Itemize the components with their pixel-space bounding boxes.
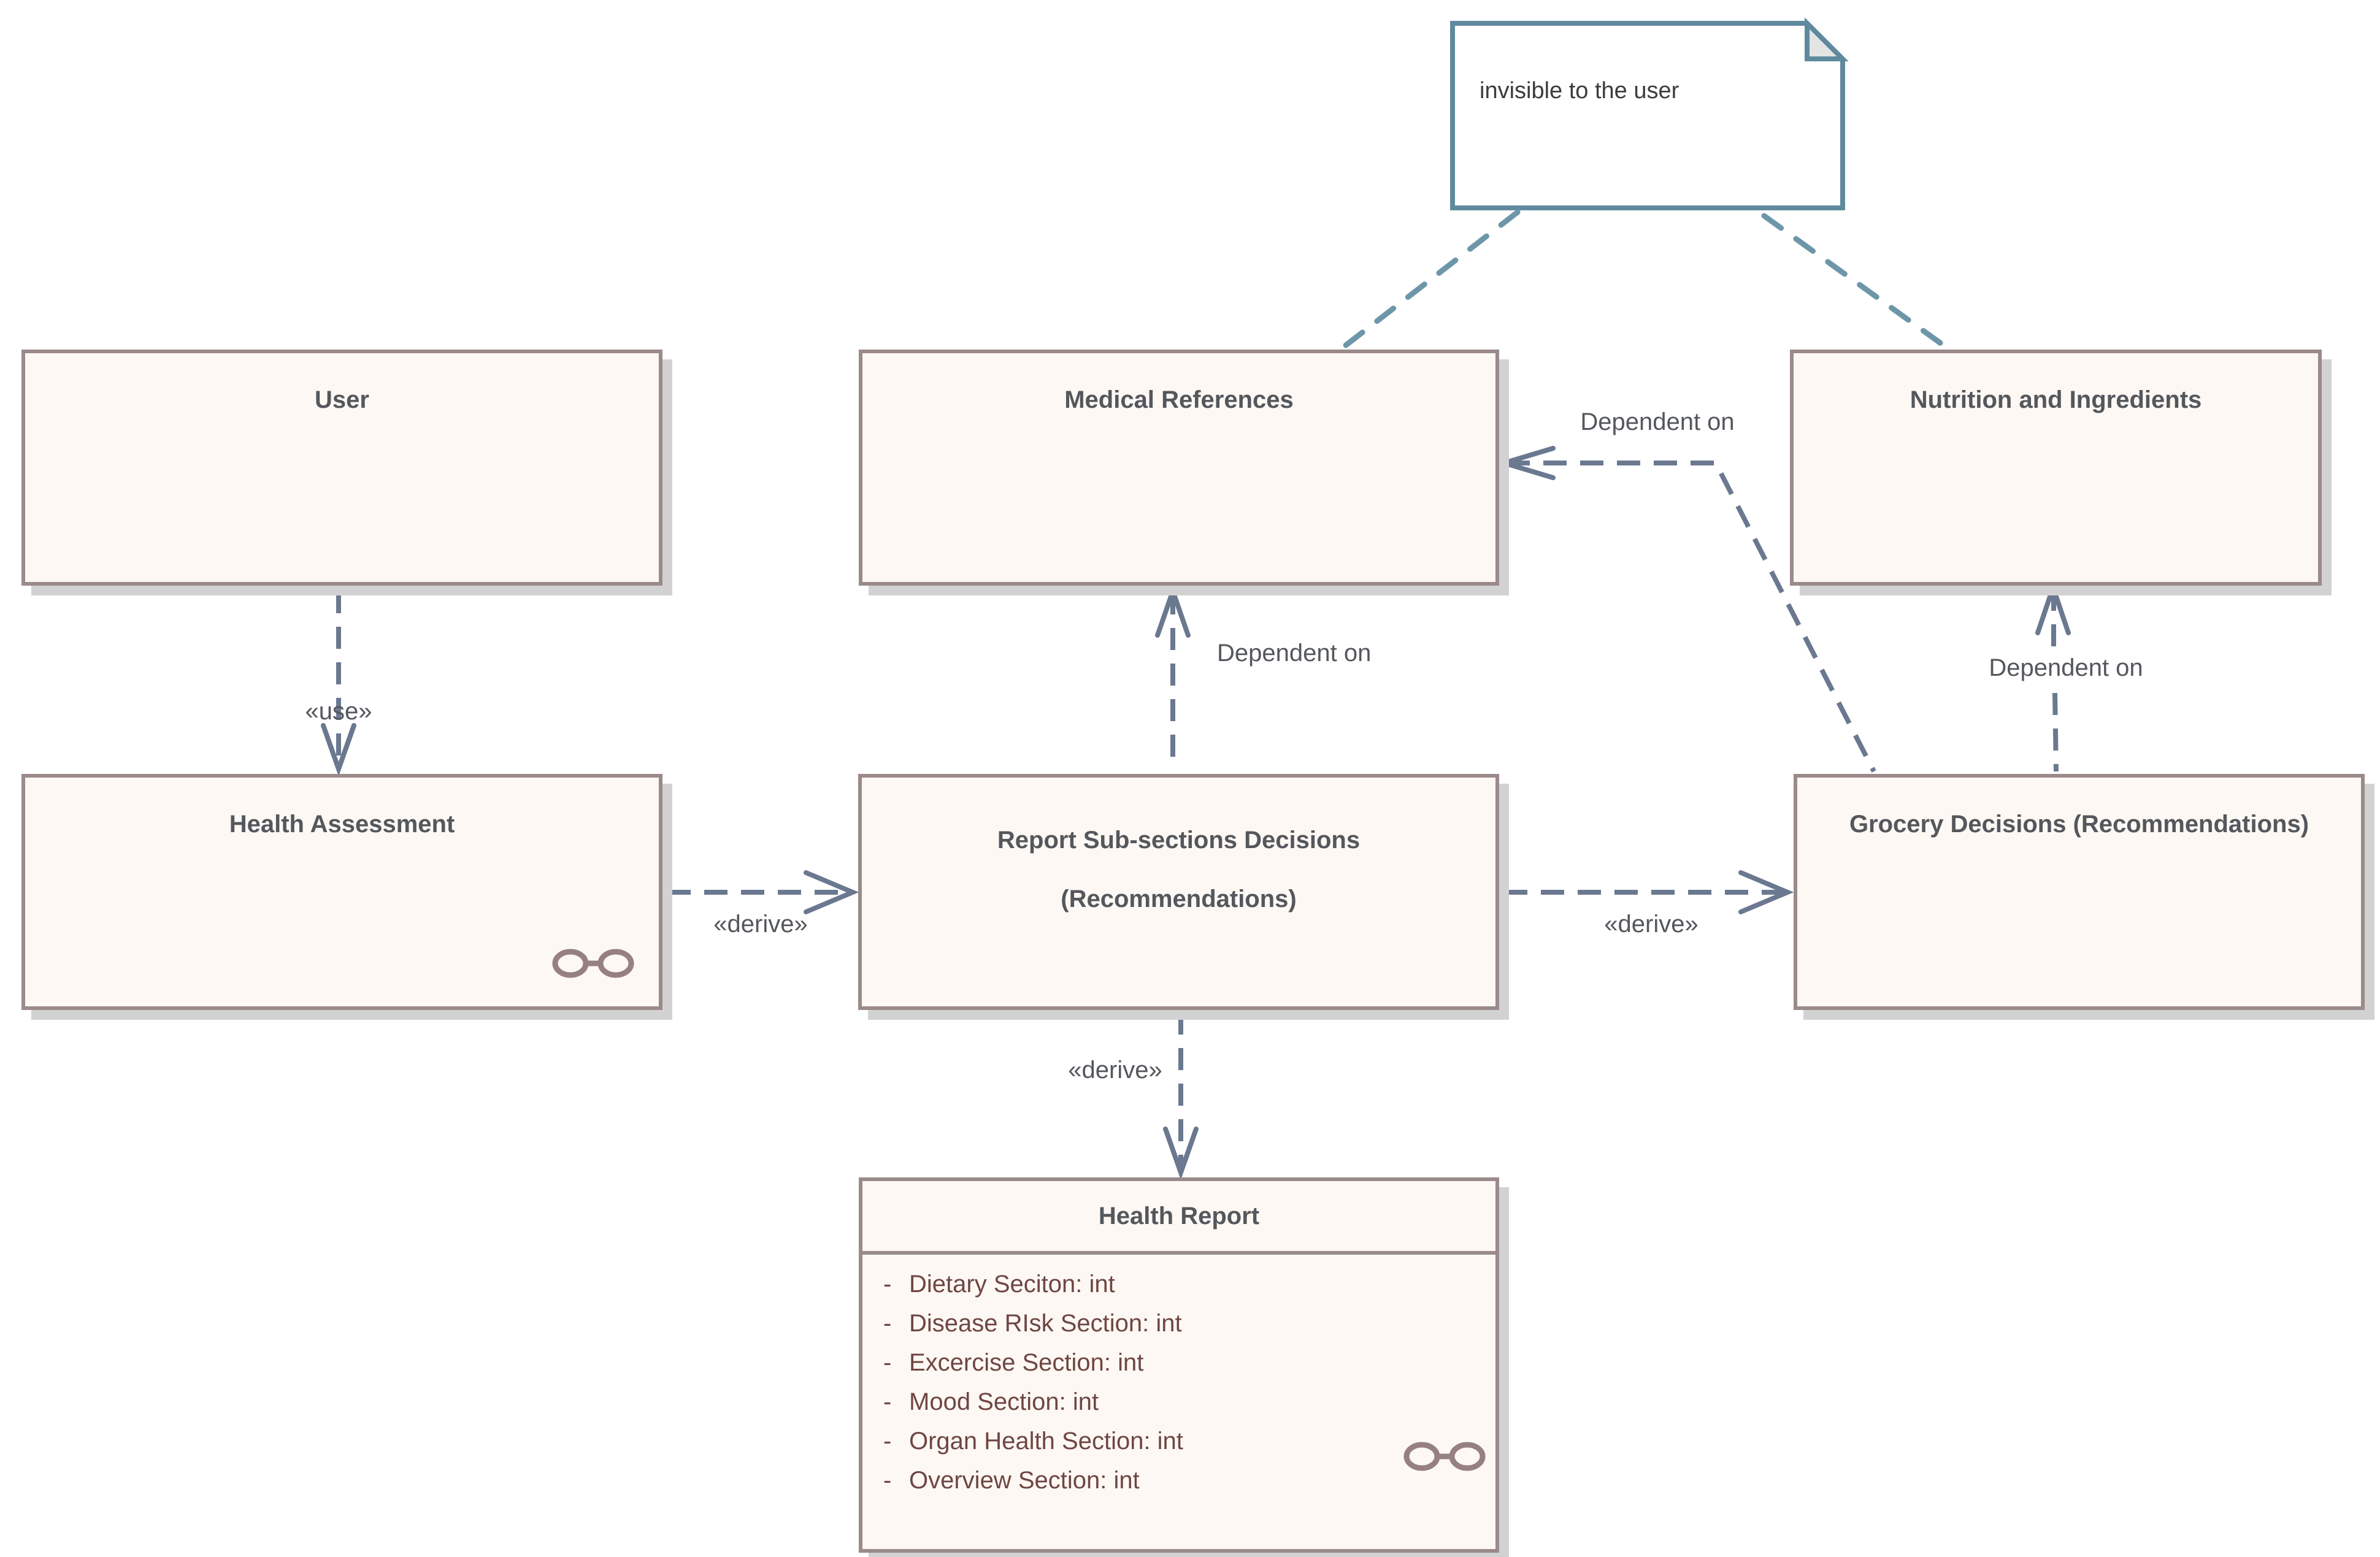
attribute-row: - Organ Health Section: int	[862, 1421, 1495, 1461]
note-body[interactable]	[1450, 21, 1845, 210]
health-report-title-compartment: Health Report	[862, 1181, 1495, 1251]
connector-derive-ha-report[interactable]	[667, 870, 859, 914]
node-report-subsections-decisions[interactable]: Report Sub-sections Decisions (Recommend…	[858, 774, 1499, 1010]
attribute-row: - Excercise Section: int	[862, 1343, 1495, 1382]
visibility-marker: -	[883, 1309, 892, 1337]
node-title-line1: Report Sub-sections Decisions	[997, 827, 1361, 854]
glasses-icon	[552, 949, 634, 978]
attribute-row: - Mood Section: int	[862, 1382, 1495, 1421]
attribute-row: - Overview Section: int	[862, 1461, 1495, 1500]
node-title: Grocery Decisions (Recommendations)	[1849, 811, 2309, 838]
node-title: Nutrition and Ingredients	[1910, 386, 2202, 413]
open-arrowhead-icon	[1155, 583, 1191, 638]
edge-label-derive-report-grocery: «derive»	[1604, 911, 1699, 938]
visibility-marker: -	[883, 1349, 892, 1376]
node-health-report[interactable]: Health Report - Dietary Seciton: int - D…	[859, 1177, 1499, 1553]
node-nutrition-and-ingredients[interactable]: Nutrition and Ingredients	[1790, 350, 2322, 586]
edge-label-dependent-grocery-medref: Dependent on	[1580, 408, 1735, 435]
attribute-text: Disease RIsk Section: int	[909, 1309, 1182, 1337]
edge-label-derive-ha-report: «derive»	[713, 911, 808, 938]
visibility-marker: -	[883, 1388, 892, 1415]
note-link-nutrition[interactable]	[1761, 213, 1952, 353]
note-text: invisible to the user	[1480, 78, 1679, 104]
visibility-marker: -	[883, 1466, 892, 1494]
open-arrowhead-icon	[804, 870, 859, 914]
attribute-text: Dietary Seciton: int	[909, 1270, 1115, 1298]
open-arrowhead-icon	[2035, 580, 2071, 635]
attribute-text: Mood Section: int	[909, 1388, 1099, 1415]
note-fold-corner-icon	[1805, 17, 1849, 61]
edge-label-dependent-grocery-nutrition: Dependent on	[1983, 654, 2149, 682]
visibility-marker: -	[883, 1427, 892, 1455]
open-arrowhead-icon	[1163, 1127, 1199, 1180]
connector-dependent-grocery-nutrition[interactable]	[2035, 580, 2071, 772]
node-title: Report Sub-sections Decisions (Recommend…	[862, 778, 1495, 928]
open-arrowhead-icon	[1738, 870, 1794, 914]
node-title: Health Report	[1098, 1202, 1260, 1230]
connector-dependent-report-medref[interactable]	[1155, 583, 1191, 768]
note-invisible-to-user[interactable]	[1450, 17, 1849, 210]
connector-derive-report-healthreport[interactable]	[1163, 1012, 1199, 1180]
node-user[interactable]: User	[21, 350, 662, 586]
connector-use-dependency[interactable]	[321, 591, 356, 777]
node-title-line2: (Recommendations)	[1061, 886, 1297, 912]
attribute-text: Overview Section: int	[909, 1466, 1140, 1494]
connector-dependent-grocery-medref[interactable]	[1495, 446, 1876, 773]
node-title: User	[315, 386, 369, 413]
attribute-text: Organ Health Section: int	[909, 1427, 1183, 1455]
open-arrowhead-icon	[321, 723, 356, 777]
edge-label-dependent-report-medref: Dependent on	[1217, 640, 1372, 667]
node-title: Medical References	[1064, 386, 1294, 413]
glasses-icon	[1403, 1442, 1486, 1471]
note-link-medical-references[interactable]	[1337, 209, 1521, 353]
edge-label-use: «use»	[305, 698, 372, 725]
attribute-row: - Dietary Seciton: int	[862, 1264, 1495, 1304]
edge-label-derive-report-healthreport: «derive»	[1068, 1057, 1162, 1084]
attribute-text: Excercise Section: int	[909, 1349, 1144, 1376]
node-grocery-decisions[interactable]: Grocery Decisions (Recommendations)	[1794, 774, 2365, 1010]
node-title: Health Assessment	[229, 811, 455, 838]
visibility-marker: -	[883, 1270, 892, 1298]
attribute-row: - Disease RIsk Section: int	[862, 1304, 1495, 1343]
health-report-attributes-compartment: - Dietary Seciton: int - Disease RIsk Se…	[862, 1251, 1495, 1500]
connector-derive-report-grocery[interactable]	[1504, 870, 1794, 914]
node-medical-references[interactable]: Medical References	[859, 350, 1499, 586]
open-arrowhead-icon	[1495, 446, 1556, 480]
